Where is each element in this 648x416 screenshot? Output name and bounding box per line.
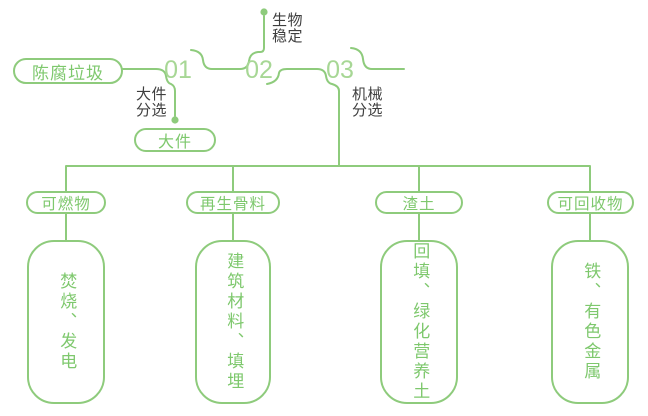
step-label-bulky-sorting: 大件 分选 [136,86,168,119]
connector-dot-bio [260,8,268,16]
result-box-metals: 铁、有色金属 [551,240,629,404]
bulky-output-node: 大件 [134,128,216,152]
category-node-slag-soil: 渣土 [375,191,463,214]
bulky-output-label: 大件 [157,134,192,151]
result-text: 铁、有色金属 [581,262,601,382]
source-node: 陈腐垃圾 [13,58,123,84]
result-text: 建筑材料、填埋 [224,252,244,392]
step-number-01: 01 [164,56,192,84]
step-label-bio-stabilization: 生物 稳定 [272,12,304,45]
category-to-box-connectors [65,213,591,241]
step-number-03: 03 [326,56,354,84]
line-step1-drop [155,68,176,117]
line-step3-out [350,47,405,70]
line-step2-to-step3-drop [266,68,340,167]
result-box-backfill: 回填、绿化营养土 [380,240,458,404]
category-node-recyclables: 可回收物 [547,191,634,214]
branch-bus-line [65,165,591,192]
category-node-combustibles: 可燃物 [26,191,106,214]
category-label: 可燃物 [41,195,91,213]
category-label: 再生骨料 [199,195,266,213]
category-node-recycled-aggregate: 再生骨料 [186,191,280,214]
category-label: 可回收物 [557,195,624,213]
result-text: 焚烧、发电 [57,272,77,372]
source-label: 陈腐垃圾 [32,63,104,83]
step-label-mechanical-sorting: 机械 分选 [352,86,384,119]
result-box-building-material: 建筑材料、填埋 [195,240,271,404]
step-number-02: 02 [245,56,273,84]
line-step1-to-step2 [190,15,265,70]
result-box-incineration: 焚烧、发电 [27,240,105,404]
category-label: 渣土 [402,195,436,213]
connector-dot-bulky [171,116,179,124]
result-text: 回填、绿化营养土 [410,242,430,402]
